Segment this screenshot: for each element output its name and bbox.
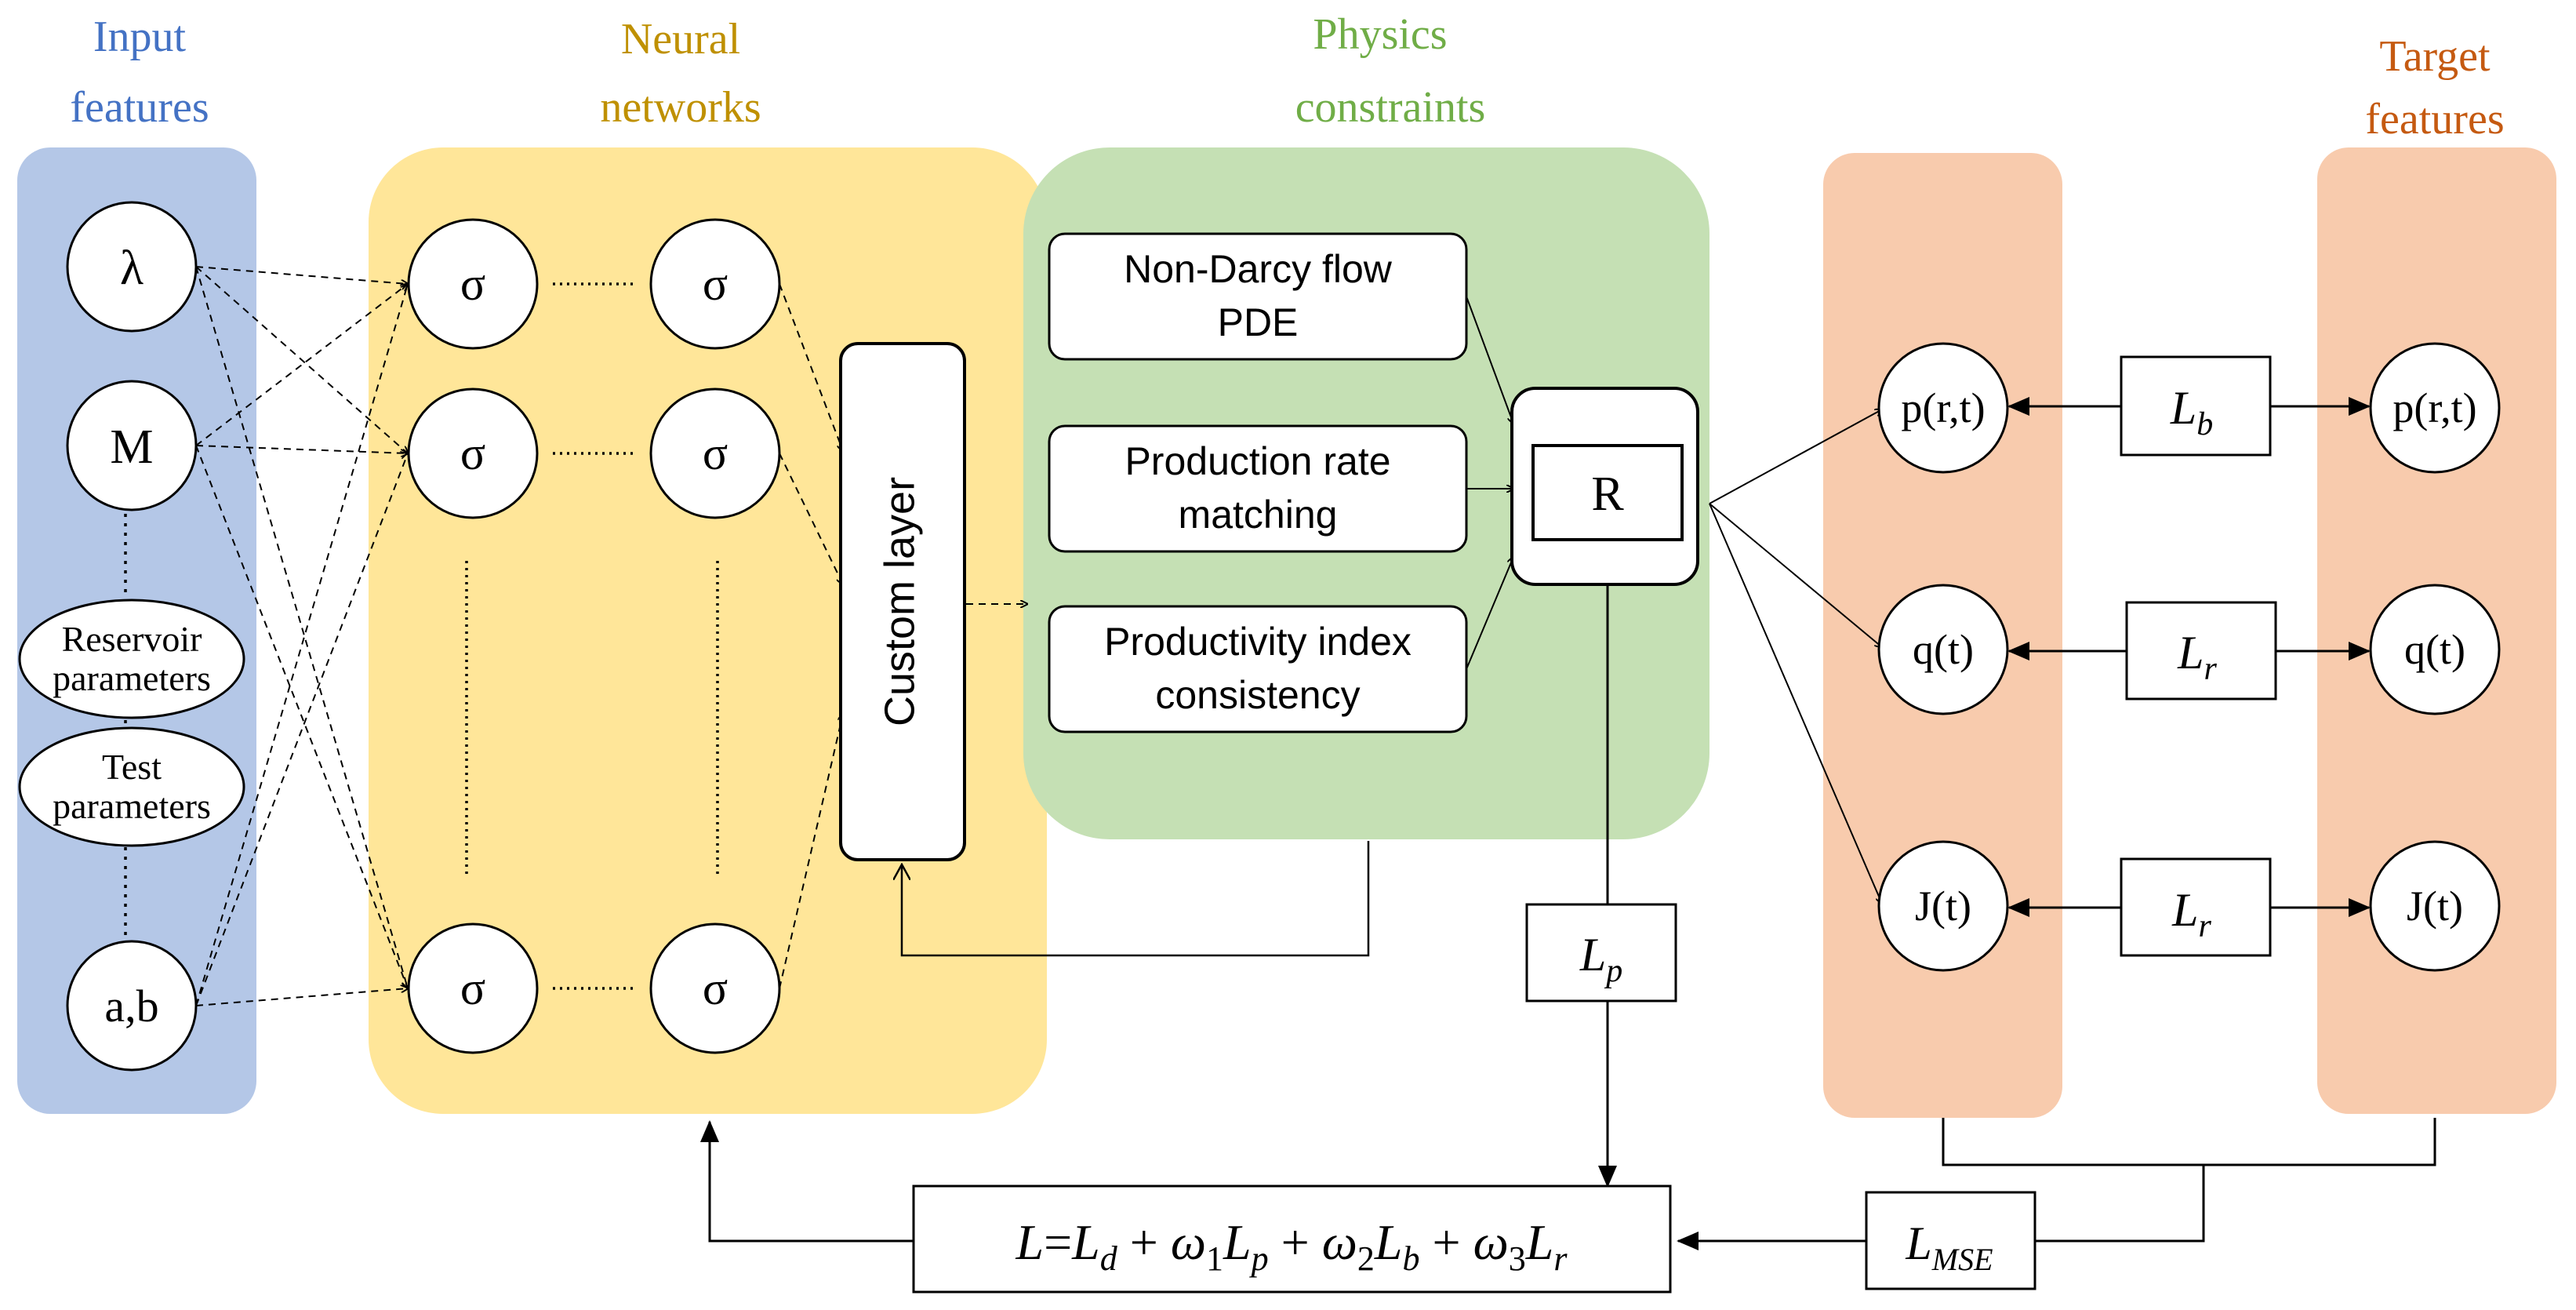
- rate-line1: Production rate: [1125, 439, 1390, 483]
- lb-label: Lb: [2170, 382, 2213, 442]
- m-label: M: [110, 420, 153, 474]
- edge-ab-h2: [195, 453, 408, 1006]
- pde-line2: PDE: [1218, 300, 1299, 344]
- feedback-physics-custom: [902, 841, 1370, 957]
- test-label-line1: Test: [102, 747, 162, 787]
- edge-m-h1: [195, 284, 408, 446]
- pred-j-label: J(t): [1915, 882, 1971, 930]
- input-node-reservoir: [18, 599, 245, 719]
- pde-line1: Non-Darcy flow: [1124, 247, 1393, 291]
- edge-m-h2: [195, 445, 408, 453]
- edge-lambda-h2: [195, 266, 408, 453]
- lp-box: [1525, 903, 1677, 1003]
- lb-box: [2120, 355, 2272, 457]
- neuron-1-2: [407, 388, 539, 519]
- edge-h3-custom: [779, 714, 843, 989]
- lr-box-2: [2120, 857, 2272, 957]
- nn-title-line2: networks: [600, 83, 761, 132]
- reservoir-label-line2: parameters: [53, 658, 211, 698]
- ab-label: a,b: [104, 981, 158, 1032]
- pi-line2: consistency: [1155, 673, 1360, 717]
- edge-r-q: [1709, 503, 1882, 647]
- edge-h1-custom: [779, 283, 843, 451]
- edge-pi-r: [1466, 557, 1513, 670]
- physics-title-line2: constraints: [1295, 83, 1486, 132]
- input-node-test: [18, 726, 245, 847]
- mse-connector: [2035, 1165, 2205, 1243]
- target-j-label: J(t): [2407, 882, 2463, 930]
- lambda-label: λ: [120, 242, 144, 295]
- lmse-label: LMSE: [1905, 1217, 1993, 1277]
- edge-r-j: [1709, 503, 1882, 904]
- target-title-line1: Target: [2379, 32, 2491, 81]
- neuron-1-1: [407, 218, 539, 350]
- neuron-1-1-label: σ: [460, 258, 485, 310]
- target-p-label: p(r,t): [2393, 384, 2476, 431]
- neuron-2-3-label: σ: [703, 962, 728, 1014]
- edge-r-p: [1709, 409, 1882, 504]
- rate-line2: matching: [1179, 493, 1338, 537]
- edge-m-h3: [195, 445, 408, 988]
- total-loss-equation: L=Ld + ω1Lp + ω2Lb + ω3Lr: [1015, 1214, 1568, 1278]
- custom-layer-box: [839, 342, 966, 861]
- edge-lambda-h1: [195, 266, 408, 284]
- lr-label-1: Lr: [2177, 627, 2217, 687]
- target-node-p: [2369, 342, 2501, 474]
- neuron-1-2-label: σ: [460, 428, 485, 479]
- neuron-1-3-label: σ: [460, 962, 485, 1014]
- target-q-label: q(t): [2404, 626, 2465, 673]
- edge-equation-nn: [700, 1120, 914, 1243]
- input-title-line1: Input: [93, 13, 187, 61]
- custom-layer-label: Custom layer: [876, 477, 923, 726]
- neuron-2-2-label: σ: [703, 428, 728, 479]
- total-loss-box: [912, 1184, 1672, 1294]
- reservoir-label-line1: Reservoir: [62, 619, 202, 659]
- lr-label-2: Lr: [2171, 884, 2211, 944]
- pi-line1: Productivity index: [1104, 620, 1412, 664]
- residual-label: R: [1591, 468, 1624, 521]
- pred-q-label: q(t): [1913, 626, 1974, 673]
- residual-inner-box: [1531, 444, 1684, 541]
- target-title-line2: features: [2365, 95, 2504, 144]
- test-label-line2: parameters: [53, 786, 211, 826]
- physics-title-line1: Physics: [1313, 10, 1447, 59]
- target-node-j: [2369, 840, 2501, 972]
- neuron-2-1-label: σ: [703, 258, 728, 310]
- pred-p-label: p(r,t): [1901, 384, 1985, 431]
- edge-pde-r: [1466, 296, 1513, 424]
- mse-bracket: [1942, 1118, 2436, 1166]
- edge-ab-h3: [195, 988, 408, 1006]
- neuron-1-3: [407, 922, 539, 1054]
- input-title-line2: features: [70, 83, 209, 132]
- lp-label: Lp: [1579, 929, 1622, 989]
- nn-title-line1: Neural: [621, 15, 740, 64]
- target-node-q: [2369, 584, 2501, 715]
